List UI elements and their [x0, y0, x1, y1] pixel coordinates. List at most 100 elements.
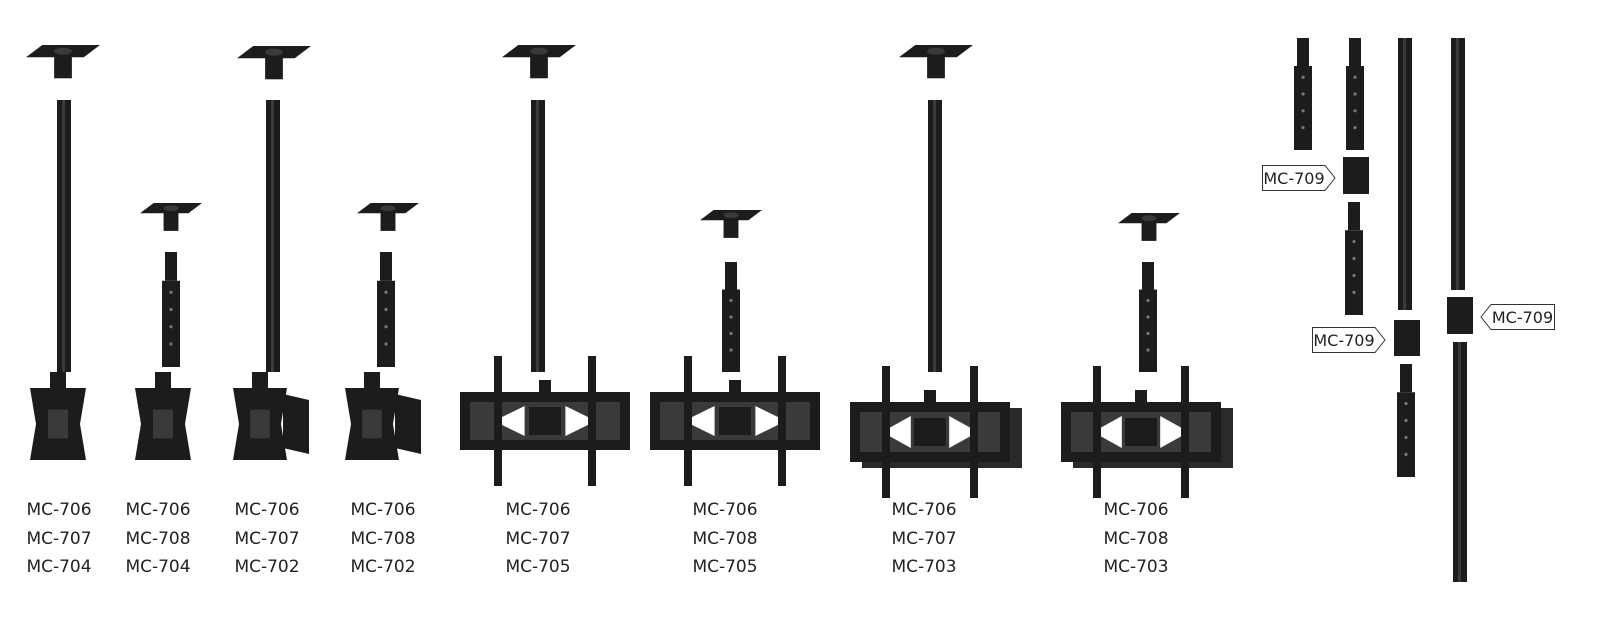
code-label: MC-707 — [891, 528, 957, 549]
callout-label: MC-709 — [1263, 168, 1325, 188]
code-label: MC-704 — [125, 557, 191, 577]
adjust-hole — [1352, 273, 1356, 278]
code-label: MC-707 — [26, 528, 92, 549]
code-label: MC-708 — [1103, 528, 1169, 549]
frame-cutout — [494, 406, 525, 436]
code-label: MC-706 — [125, 500, 191, 520]
adjust-hole — [1301, 92, 1305, 96]
adjust-hole — [169, 325, 173, 329]
adjust-hole — [1301, 126, 1305, 130]
adjust-hole — [1352, 256, 1356, 261]
frame-cutout — [949, 416, 978, 448]
swivel-joint — [924, 390, 936, 404]
adjust-hole — [169, 342, 173, 346]
center-plate — [1125, 418, 1157, 446]
config-codes-7: MC-706 MC-707 MC-703 — [869, 496, 979, 582]
telescopic-pole-lower — [1397, 392, 1415, 477]
code-label: MC-706 — [505, 500, 571, 520]
pole-highlight — [1403, 38, 1406, 310]
code-label: MC-706 — [234, 500, 300, 520]
adjust-hole — [729, 315, 733, 319]
code-label: MC-703 — [1103, 557, 1169, 577]
callout-arrow-right-icon — [1312, 327, 1386, 353]
adjust-hole — [1146, 298, 1150, 303]
plate-hole — [265, 48, 283, 56]
swivel-joint — [252, 372, 268, 390]
adjust-hole — [169, 307, 173, 312]
code-label: MC-707 — [234, 528, 300, 549]
code-label: MC-704 — [26, 557, 92, 577]
plate-hole — [927, 47, 945, 55]
telescopic-pole-upper — [1297, 38, 1309, 66]
plate-hole — [723, 212, 739, 219]
plate-neck — [163, 212, 179, 231]
adjust-hole — [169, 290, 173, 294]
telescopic-pole-lower — [1345, 230, 1363, 315]
code-label: MC-702 — [234, 557, 300, 577]
frame-cutout — [684, 406, 715, 436]
code-label: MC-705 — [505, 557, 571, 577]
adjust-hole — [1352, 290, 1356, 294]
plate-neck — [265, 57, 283, 80]
config-codes-4: MC-706 MC-708 MC-702 — [328, 496, 438, 582]
vesa-center — [152, 409, 174, 439]
adjust-hole — [1404, 401, 1408, 406]
code-label: MC-705 — [692, 557, 758, 577]
pole-highlight — [271, 100, 274, 372]
adjust-hole — [384, 342, 388, 346]
code-label: MC-702 — [350, 557, 416, 577]
config-codes-3: MC-706 MC-707 MC-702 — [212, 496, 322, 582]
coupler-callout-1: MC-709 — [1262, 165, 1336, 191]
config-codes-8: MC-706 MC-708 MC-703 — [1081, 496, 1191, 582]
adjust-hole — [384, 307, 388, 312]
coupler-sleeve — [1394, 320, 1420, 356]
swivel-joint — [729, 380, 741, 394]
vertical-rail — [778, 356, 786, 486]
pole-highlight — [536, 100, 539, 372]
code-label: MC-708 — [350, 528, 416, 549]
swivel-joint — [155, 372, 171, 390]
center-plate — [529, 407, 561, 435]
telescopic-pole-lower — [162, 280, 180, 367]
pole-highlight — [1458, 342, 1461, 582]
adjust-hole — [384, 290, 388, 294]
adjust-hole — [1353, 92, 1357, 96]
plate-neck — [530, 56, 548, 79]
telescopic-pole-upper — [725, 262, 737, 290]
telescopic-pole-upper — [1349, 38, 1361, 66]
swivel-joint — [1135, 390, 1147, 404]
plate-hole — [530, 47, 548, 55]
adjust-hole — [1404, 435, 1408, 440]
adjust-hole — [1146, 331, 1150, 336]
vertical-rail — [588, 356, 596, 486]
config-codes-6: MC-706 MC-708 MC-705 — [670, 496, 780, 582]
callout-label: MC-709 — [1313, 330, 1375, 350]
tilt-arm — [283, 394, 309, 454]
center-plate — [914, 418, 946, 446]
telescopic-pole-upper — [1142, 262, 1154, 290]
center-plate — [719, 407, 751, 435]
telescopic-pole-lower — [1294, 66, 1312, 150]
code-label: MC-708 — [125, 528, 191, 549]
plate-hole — [54, 47, 72, 55]
vertical-rail — [1181, 366, 1189, 498]
adjust-hole — [729, 298, 733, 303]
telescopic-pole-lower — [377, 280, 395, 367]
frame-cutout — [565, 406, 596, 436]
code-label: MC-706 — [350, 500, 416, 520]
code-label: MC-706 — [891, 500, 957, 520]
code-label: MC-703 — [891, 557, 957, 577]
telescopic-pole-lower — [722, 289, 740, 372]
plate-hole — [163, 205, 179, 212]
pole-highlight — [933, 100, 936, 372]
tilt-arm — [395, 394, 421, 454]
plate-hole — [380, 205, 396, 212]
code-label: MC-707 — [505, 528, 571, 549]
adjust-hole — [1301, 75, 1305, 79]
adjust-hole — [1146, 315, 1150, 319]
config-codes-2: MC-706 MC-708 MC-704 — [103, 496, 213, 582]
plate-neck — [54, 56, 72, 79]
frame-cutout — [882, 416, 911, 448]
vertical-rail — [882, 366, 890, 498]
